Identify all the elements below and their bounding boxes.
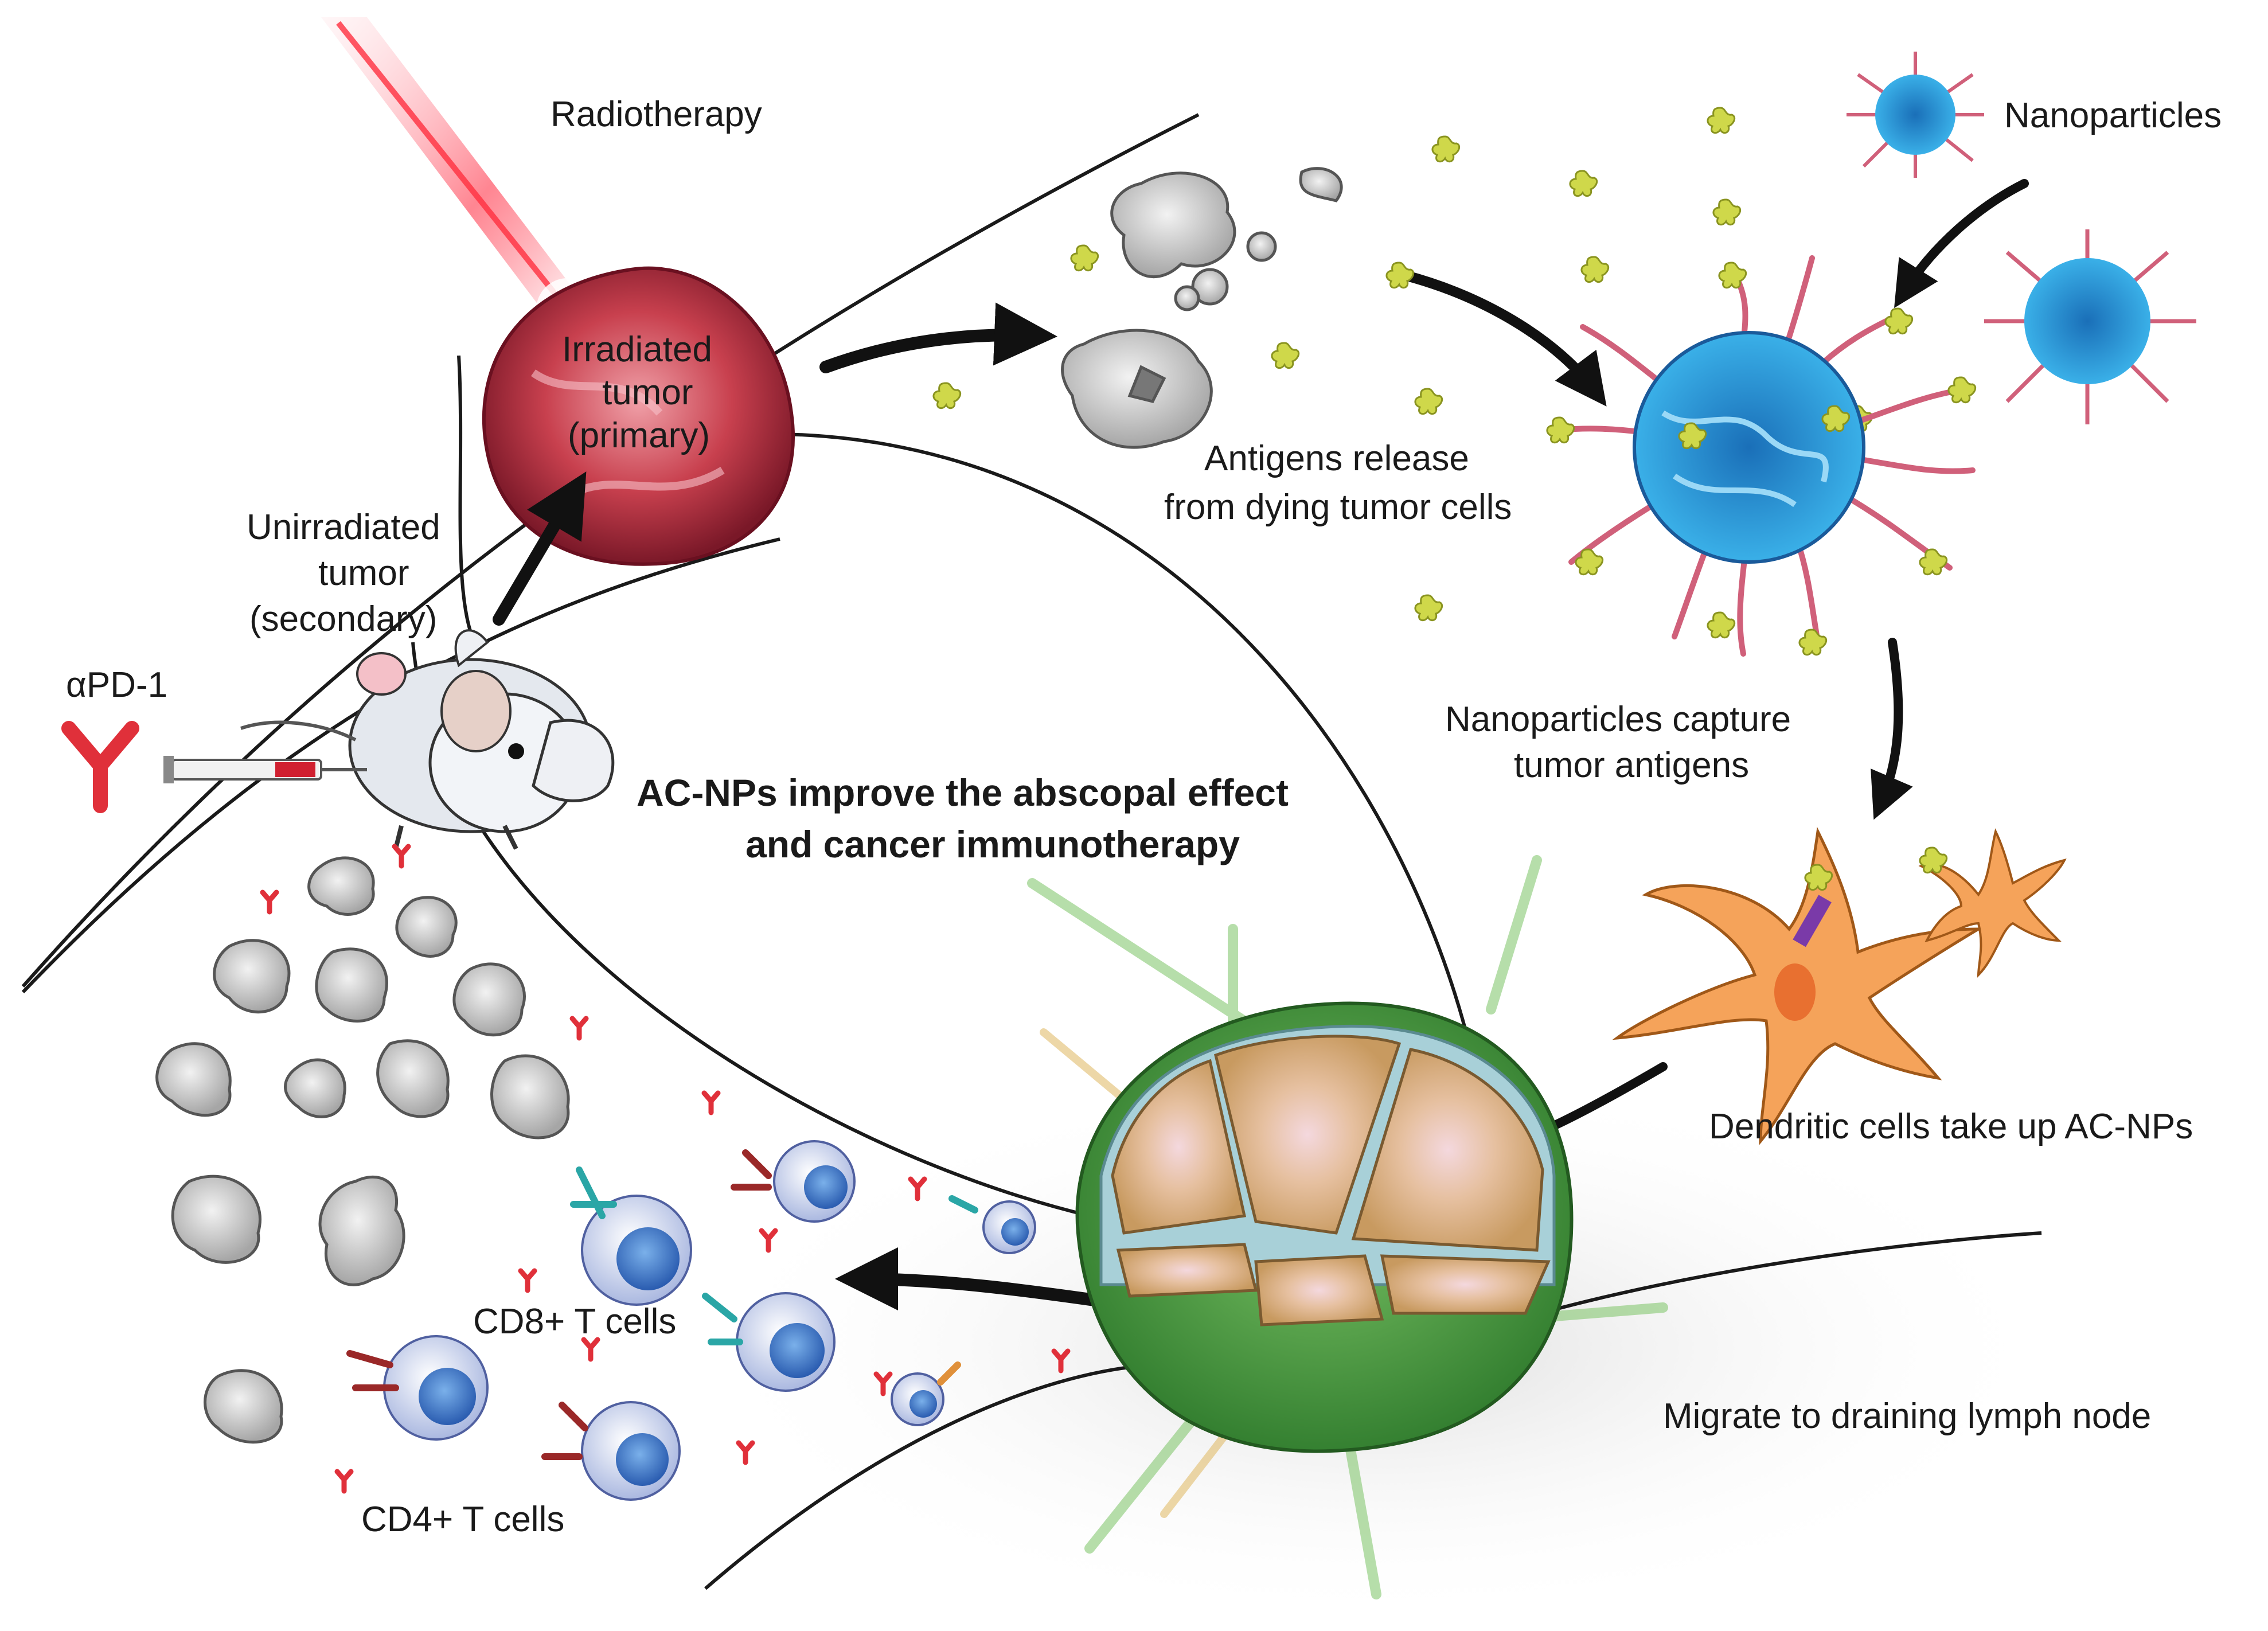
diagram-title-line2: and cancer immunotherapy — [745, 823, 1240, 865]
label-cd4: CD4+ T cells — [361, 1500, 564, 1539]
t-cell-receptors — [346, 1149, 978, 1460]
nanoparticle-small-right — [1984, 229, 2196, 424]
label-irradiated-line1: Irradiated — [562, 330, 712, 369]
label-capture-line2: tumor antigens — [1514, 746, 1749, 785]
scattered-antibodies — [260, 844, 1071, 1494]
dendritic-cell-small — [1918, 828, 2067, 978]
label-apd1: αPD-1 — [66, 665, 167, 705]
dying-tumor-cells — [1061, 167, 1343, 449]
label-unirradiated-line3: (secondary) — [249, 599, 437, 639]
label-radiotherapy: Radiotherapy — [551, 95, 762, 134]
secondary-tumor-cells — [155, 856, 570, 1444]
label-unirradiated-line2: tumor — [318, 553, 409, 593]
mouse-illustration — [240, 629, 615, 850]
diagram-title-line1: AC-NPs improve the abscopal effect — [637, 771, 1289, 814]
process-arrows — [493, 179, 2029, 1311]
label-unirradiated-line1: Unirradiated — [247, 508, 440, 547]
label-antigens-line2: from dying tumor cells — [1164, 487, 1512, 527]
t-cells — [383, 1140, 1036, 1501]
label-antigens-line1: Antigens release — [1204, 439, 1469, 478]
lymph-node — [1027, 855, 1668, 1599]
label-cd8: CD8+ T cells — [473, 1302, 676, 1341]
label-dendritic: Dendritic cells take up AC-NPs — [1709, 1107, 2193, 1146]
apd1-antibody-icon — [61, 721, 139, 813]
nanoparticle-small-top — [1847, 52, 1984, 178]
label-irradiated-line2: tumor — [602, 373, 693, 412]
dendritic-cell-large — [1612, 826, 1984, 1145]
label-irradiated-line3: (primary) — [568, 416, 710, 455]
label-migrate: Migrate to draining lymph node — [1663, 1396, 2151, 1436]
ac-nanoparticle-large — [1546, 255, 1977, 657]
label-nanoparticles: Nanoparticles — [2004, 96, 2222, 135]
label-capture-line1: Nanoparticles capture — [1445, 700, 1791, 739]
syringe-icon — [163, 756, 367, 783]
